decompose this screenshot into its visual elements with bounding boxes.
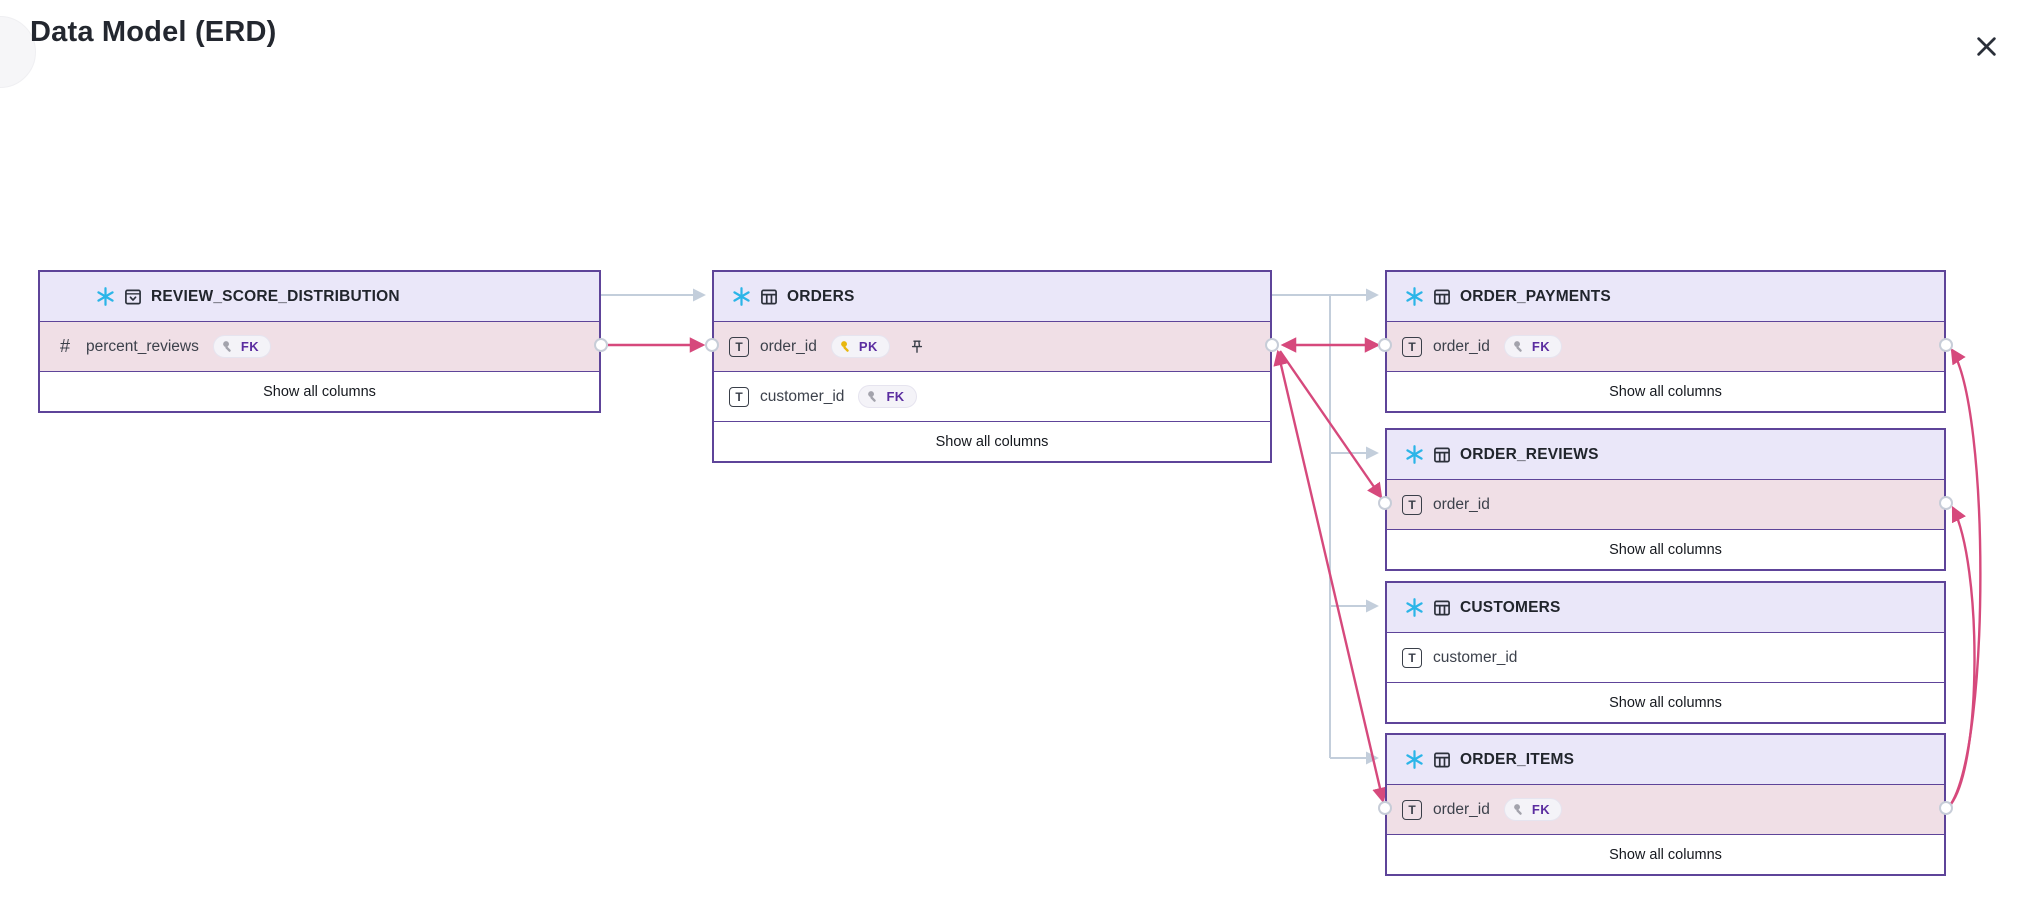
- connection-port: [594, 338, 608, 352]
- column-row-review_score_distribution-percent_reviews[interactable]: # percent_reviews FK: [40, 322, 599, 372]
- badge-text: PK: [858, 339, 878, 354]
- connection-port: [1378, 801, 1392, 815]
- show-all-columns-button-order_reviews[interactable]: Show all columns: [1387, 530, 1944, 569]
- connection-port: [1378, 496, 1392, 510]
- text-type-icon: T: [1402, 336, 1422, 357]
- key-icon: [868, 391, 877, 402]
- snowflake-icon: [1405, 750, 1424, 769]
- text-type-icon: T: [729, 336, 749, 357]
- connection-port: [1939, 496, 1953, 510]
- key-icon: [1514, 804, 1522, 815]
- show-all-columns-button-order_payments[interactable]: Show all columns: [1387, 372, 1944, 411]
- column-name: customer_id: [1433, 648, 1518, 666]
- show-all-columns-button-orders[interactable]: Show all columns: [714, 422, 1270, 461]
- show-all-columns-button-order_items[interactable]: Show all columns: [1387, 835, 1944, 874]
- snowflake-icon: [732, 287, 751, 306]
- snowflake-icon: [1405, 445, 1424, 464]
- show-all-columns-button-review_score_distribution[interactable]: Show all columns: [40, 372, 599, 411]
- key-icon: [222, 341, 231, 352]
- connection-port: [1939, 338, 1953, 352]
- show-all-columns-label: Show all columns: [1609, 846, 1722, 863]
- column-name: percent_reviews: [86, 337, 199, 355]
- table-name: REVIEW_SCORE_DISTRIBUTION: [151, 287, 400, 305]
- table-header-review_score_distribution[interactable]: REVIEW_SCORE_DISTRIBUTION: [40, 272, 599, 322]
- badge-text: FK: [1531, 339, 1551, 354]
- table-header-customers[interactable]: CUSTOMERS: [1387, 583, 1944, 633]
- snowflake-icon: [96, 287, 115, 306]
- relationship-line: [1950, 505, 1976, 805]
- table-icon: [1433, 751, 1451, 769]
- table-header-orders[interactable]: ORDERS: [714, 272, 1270, 322]
- pk-badge: PK: [830, 335, 890, 358]
- show-all-columns-button-customers[interactable]: Show all columns: [1387, 683, 1944, 722]
- fk-badge: FK: [858, 385, 917, 408]
- close-button[interactable]: [1966, 26, 2006, 66]
- page-title: Data Model (ERD): [30, 16, 277, 48]
- show-all-columns-label: Show all columns: [935, 433, 1049, 450]
- key-icon: [1514, 341, 1522, 352]
- table-header-order_payments[interactable]: ORDER_PAYMENTS: [1387, 272, 1944, 322]
- show-all-columns-label: Show all columns: [263, 383, 376, 400]
- table-header-order_items[interactable]: ORDER_ITEMS: [1387, 735, 1944, 785]
- table-header-order_reviews[interactable]: ORDER_REVIEWS: [1387, 430, 1944, 480]
- table-name: ORDERS: [787, 287, 855, 305]
- fk-badge: FK: [212, 335, 271, 358]
- column-name: customer_id: [760, 387, 845, 405]
- column-name: order_id: [1433, 495, 1490, 513]
- close-icon: [1976, 36, 1996, 56]
- text-type-icon: T: [1402, 799, 1422, 820]
- table-name: ORDER_ITEMS: [1460, 750, 1575, 768]
- badge-text: FK: [240, 339, 259, 354]
- show-all-columns-label: Show all columns: [1609, 383, 1722, 400]
- connection-port: [1939, 801, 1953, 815]
- number-type-icon: #: [59, 336, 70, 356]
- fk-badge: FK: [1503, 798, 1563, 821]
- table-name: ORDER_PAYMENTS: [1460, 287, 1611, 305]
- table-name: ORDER_REVIEWS: [1460, 445, 1599, 463]
- show-all-columns-label: Show all columns: [1609, 694, 1722, 711]
- pin-button[interactable]: [909, 339, 925, 355]
- table-card-review_score_distribution[interactable]: REVIEW_SCORE_DISTRIBUTION # percent_review…: [38, 270, 601, 413]
- view-icon: [124, 288, 142, 306]
- table-icon: [760, 288, 778, 306]
- badge-text: FK: [886, 389, 905, 404]
- table-icon: [1433, 599, 1451, 617]
- connection-port: [1265, 338, 1279, 352]
- table-name: CUSTOMERS: [1460, 598, 1561, 616]
- fk-badge: FK: [1503, 335, 1563, 358]
- column-name: order_id: [760, 337, 817, 355]
- table-icon: [1433, 446, 1451, 464]
- text-type-icon: T: [1402, 494, 1422, 515]
- column-name: order_id: [1433, 337, 1490, 355]
- column-name: order_id: [1433, 800, 1490, 818]
- badge-text: FK: [1531, 802, 1551, 817]
- show-all-columns-label: Show all columns: [1609, 541, 1722, 558]
- snowflake-icon: [1405, 287, 1424, 306]
- snowflake-icon: [1405, 598, 1424, 617]
- key-icon: [841, 341, 849, 352]
- relationship-line: [1273, 349, 1388, 804]
- text-type-icon: T: [1402, 647, 1422, 668]
- text-type-icon: T: [729, 386, 749, 407]
- connection-port: [1378, 338, 1392, 352]
- connection-port: [705, 338, 719, 352]
- table-icon: [1433, 288, 1451, 306]
- relationship-line: [1949, 348, 1982, 805]
- pin-icon: [911, 340, 922, 353]
